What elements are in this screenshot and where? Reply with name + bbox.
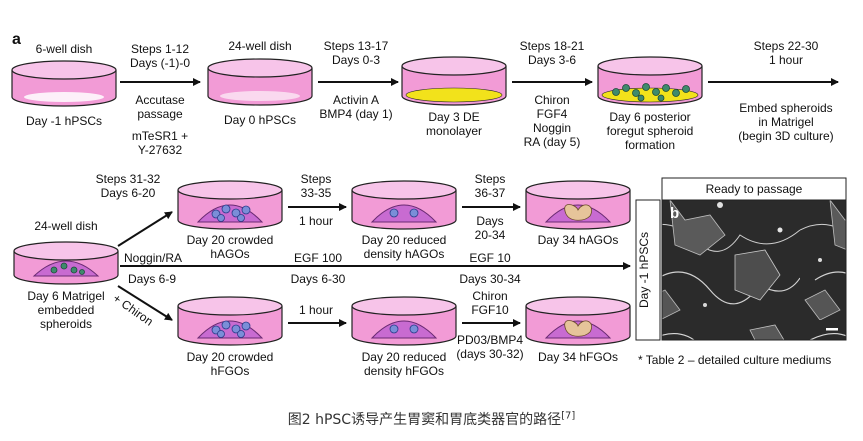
dish-day0-hpscs: 24-well dish Day 0 hPSCs bbox=[207, 39, 313, 127]
arrow2-line1: Steps 13-17 bbox=[324, 39, 389, 53]
start-dish-top: 24-well dish bbox=[34, 219, 97, 233]
hfgo2-bottom-2: density hFGOs bbox=[364, 364, 444, 378]
start-dish-bottom-3: spheroids bbox=[40, 317, 92, 331]
start-dish-bottom-1: Day 6 Matrigel bbox=[27, 289, 104, 303]
hago-arrow1-top2: 33-35 bbox=[301, 186, 332, 200]
hago-arrow2-top1: Steps bbox=[475, 172, 506, 186]
hago-arrow1-below: 1 hour bbox=[299, 214, 333, 228]
hago-arrow1-top1: Steps bbox=[301, 172, 332, 186]
hfgo1-bottom-1: Day 20 crowded bbox=[187, 350, 274, 364]
panel-b: Day -1 hPSCs Ready to passage b * Table … bbox=[635, 177, 847, 367]
arrow-hago-1: Steps 33-35 1 hour bbox=[288, 172, 347, 228]
arrow-hago-2: Steps 36-37 Days 20-34 bbox=[462, 172, 521, 242]
arrow4-below-3: (begin 3D culture) bbox=[738, 129, 833, 143]
dish4-bottom-1: Day 6 posterior bbox=[609, 110, 690, 124]
caption-reference: [7] bbox=[561, 410, 576, 422]
hago-arrow2-top2: 36-37 bbox=[475, 186, 506, 200]
dish-day6-matrigel: 24-well dish Day 6 Matrigel embedded sph… bbox=[13, 219, 119, 331]
arrow2-below-1: Activin A bbox=[333, 93, 379, 107]
dish-day6-spheroids: Day 6 posterior foregut spheroid formati… bbox=[597, 56, 703, 152]
hago-arrow2-below1: Days bbox=[476, 214, 503, 228]
dish3-bottom-1: Day 3 DE bbox=[428, 110, 479, 124]
figure-caption: 图2 hPSC诱导产生胃窦和胃底类器官的路径[7] bbox=[0, 409, 863, 429]
arrow3-below-1: Chiron bbox=[534, 93, 569, 107]
dish-day34-hfgos: Day 34 hFGOs bbox=[525, 296, 631, 364]
arrow2-line2: Days 0-3 bbox=[332, 53, 380, 67]
arrow1-line2: Days (-1)-0 bbox=[130, 56, 190, 70]
hago3-bottom: Day 34 hAGOs bbox=[538, 233, 619, 247]
branch-upper-line1: Steps 31-32 bbox=[96, 172, 161, 186]
arrow1-below-2: passage bbox=[137, 107, 183, 121]
hfgo-arrow2-top2: FGF10 bbox=[471, 303, 509, 317]
hago1-bottom-2: hAGOs bbox=[210, 247, 249, 261]
panel-b-header: Ready to passage bbox=[706, 182, 803, 196]
arrow-step-3: Steps 18-21 Days 3-6 Chiron FGF4 Noggin … bbox=[512, 39, 593, 149]
dish-day20-reduced-hfgos: Day 20 reduced density hFGOs bbox=[351, 296, 457, 378]
branch-mid-label: Noggin/RA bbox=[124, 251, 182, 265]
hfgo1-bottom-2: hFGOs bbox=[211, 364, 250, 378]
hfgo-arrow1-top: 1 hour bbox=[299, 303, 333, 317]
arrow-hfgo-1: 1 hour bbox=[288, 303, 347, 327]
arrow3-line2: Days 3-6 bbox=[528, 53, 576, 67]
dish1-top-label: 6-well dish bbox=[36, 42, 93, 56]
arrow3-below-3: Noggin bbox=[533, 121, 571, 135]
arrow3-below-4: RA (day 5) bbox=[524, 135, 581, 149]
dish3-bottom-2: monolayer bbox=[426, 124, 482, 138]
arrow2-below-2: BMP4 (day 1) bbox=[319, 107, 392, 121]
hfgo-arrow2-below2: (days 30-32) bbox=[456, 347, 523, 361]
arrow4-below-2: in Matrigel bbox=[758, 115, 813, 129]
arrow1-line1: Steps 1-12 bbox=[131, 42, 189, 56]
arrow-hfgo-2: Chiron FGF10 PD03/BMP4 (days 30-32) bbox=[456, 289, 523, 361]
hago-arrow2-below2: 20-34 bbox=[475, 228, 506, 242]
dish4-bottom-3: formation bbox=[625, 138, 675, 152]
start-dish-bottom-2: embedded bbox=[38, 303, 95, 317]
hago2-bottom-1: Day 20 reduced bbox=[362, 233, 447, 247]
egf-10-days: Days 30-34 bbox=[459, 272, 521, 286]
dish-day20-crowded-hagos: Day 20 crowded hAGOs bbox=[177, 180, 283, 261]
panel-label-a: a bbox=[12, 31, 21, 48]
dish-day-minus1-hpscs: 6-well dish Day -1 hPSCs bbox=[11, 42, 117, 128]
arrow4-below-1: Embed spheroids bbox=[739, 101, 832, 115]
dish1-bottom-label: Day -1 hPSCs bbox=[26, 114, 102, 128]
branch-upper-line2: Days 6-20 bbox=[101, 186, 156, 200]
arrow4-line1: Steps 22-30 bbox=[754, 39, 819, 53]
arrow-step-4: Steps 22-30 1 hour Embed spheroids in Ma… bbox=[708, 39, 839, 143]
dish-day20-crowded-hfgos: Day 20 crowded hFGOs bbox=[177, 296, 283, 378]
hago1-bottom-1: Day 20 crowded bbox=[187, 233, 274, 247]
scale-bar bbox=[826, 328, 838, 331]
arrow1-below-1: Accutase bbox=[135, 93, 185, 107]
hfgo-arrow2-below1: PD03/BMP4 bbox=[457, 333, 523, 347]
micrograph-image bbox=[661, 199, 847, 341]
hfgo2-bottom-1: Day 20 reduced bbox=[362, 350, 447, 364]
hfgo3-bottom: Day 34 hFGOs bbox=[538, 350, 618, 364]
hago2-bottom-2: density hAGOs bbox=[364, 247, 445, 261]
panel-b-side-label: Day -1 hPSCs bbox=[637, 232, 651, 308]
arrow1-below-5: Y-27632 bbox=[138, 143, 183, 157]
arrow-step-2: Steps 13-17 Days 0-3 Activin A BMP4 (day… bbox=[318, 39, 399, 121]
egf-10-label: EGF 10 bbox=[469, 251, 511, 265]
branch-lower-label: + Chiron bbox=[110, 291, 155, 329]
arrow3-line1: Steps 18-21 bbox=[520, 39, 585, 53]
egf-100-days: Days 6-30 bbox=[291, 272, 346, 286]
caption-text: 图2 hPSC诱导产生胃窦和胃底类器官的路径 bbox=[287, 412, 562, 428]
arrow3-below-2: FGF4 bbox=[537, 107, 568, 121]
panel-b-footnote: * Table 2 – detailed culture mediums bbox=[638, 353, 831, 367]
dish-day20-reduced-hagos: Day 20 reduced density hAGOs bbox=[351, 180, 457, 261]
dish2-top-label: 24-well dish bbox=[228, 39, 291, 53]
hfgo-arrow2-top1: Chiron bbox=[472, 289, 507, 303]
dish-day34-hagos: Day 34 hAGOs bbox=[525, 180, 631, 247]
arrow-step-1: Steps 1-12 Days (-1)-0 Accutase passage … bbox=[120, 42, 201, 157]
arrow4-line2: 1 hour bbox=[769, 53, 803, 67]
dish-day3-de: Day 3 DE monolayer bbox=[401, 56, 507, 138]
dish2-bottom-label: Day 0 hPSCs bbox=[224, 113, 296, 127]
egf-100-label: EGF 100 bbox=[294, 251, 342, 265]
arrow1-below-4: mTeSR1 + bbox=[132, 129, 188, 143]
branch-mid-below: Days 6-9 bbox=[128, 272, 176, 286]
dish4-bottom-2: foregut spheroid bbox=[607, 124, 694, 138]
panel-label-b: b bbox=[670, 205, 679, 222]
